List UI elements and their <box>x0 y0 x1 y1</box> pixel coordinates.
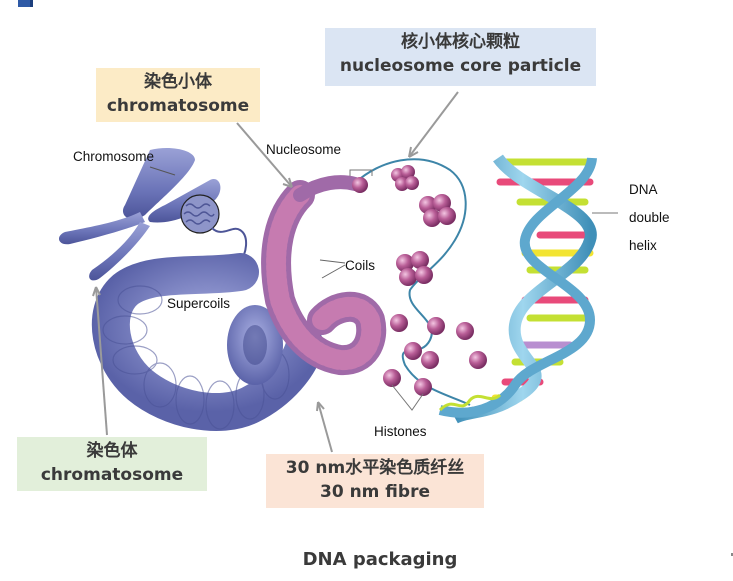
arrow-fibre <box>317 401 333 453</box>
label-nucleosome: Nucleosome <box>266 142 342 157</box>
callout-cn-text: 染色体 <box>86 441 138 461</box>
callout-30nm-fibre: 30 nm水平染色质纤丝 30 nm fibre <box>266 454 484 508</box>
supercoils-shape <box>91 253 324 432</box>
arrow-chromatosome <box>236 122 293 188</box>
callout-cn-text: 核小体核心颗粒 <box>401 32 520 52</box>
callout-arrows <box>92 91 459 453</box>
chromosome-shape <box>58 148 247 283</box>
callout-chromatosome: 染色小体 chromatosome <box>96 68 260 122</box>
label-double: double <box>629 210 670 225</box>
dna-helix <box>438 154 618 424</box>
label-histones: Histones <box>374 424 427 439</box>
label-coils: Coils <box>345 258 376 273</box>
callout-en-text: nucleosome core particle <box>339 56 582 76</box>
arrowhead-chromatosome <box>282 177 293 188</box>
label-helix: helix <box>629 238 657 253</box>
label-supercoils: Supercoils <box>167 296 231 311</box>
arrow-chromosome <box>95 286 108 436</box>
callout-chromosome: 染色体 chromatosome <box>17 437 207 491</box>
callout-cn-text: 染色小体 <box>144 72 212 92</box>
histone-balls <box>383 314 487 396</box>
nucleosome-chain <box>349 158 487 411</box>
corner-mark <box>18 0 33 7</box>
arrowhead-chromosome <box>92 286 101 297</box>
edge-mark <box>731 553 733 556</box>
figure-caption: DNA packaging <box>302 549 458 570</box>
label-chromosome: Chromosome <box>73 149 155 164</box>
callout-en-text: chromatosome <box>106 96 250 116</box>
label-dna: DNA <box>629 182 658 197</box>
callout-cn-text: 30 nm水平染色质纤丝 <box>285 458 465 478</box>
callout-en-text: chromatosome <box>40 465 184 485</box>
fibre-shape <box>261 175 387 376</box>
arrowhead-fibre <box>316 401 325 412</box>
callout-nucleosome-core-particle: 核小体核心颗粒 nucleosome core particle <box>325 28 596 86</box>
arrow-nucleosome-core <box>408 91 459 158</box>
arrowhead-nucleosome-core <box>408 146 419 158</box>
corner-mark-dark <box>30 0 33 7</box>
callout-en-text: 30 nm fibre <box>320 482 430 502</box>
